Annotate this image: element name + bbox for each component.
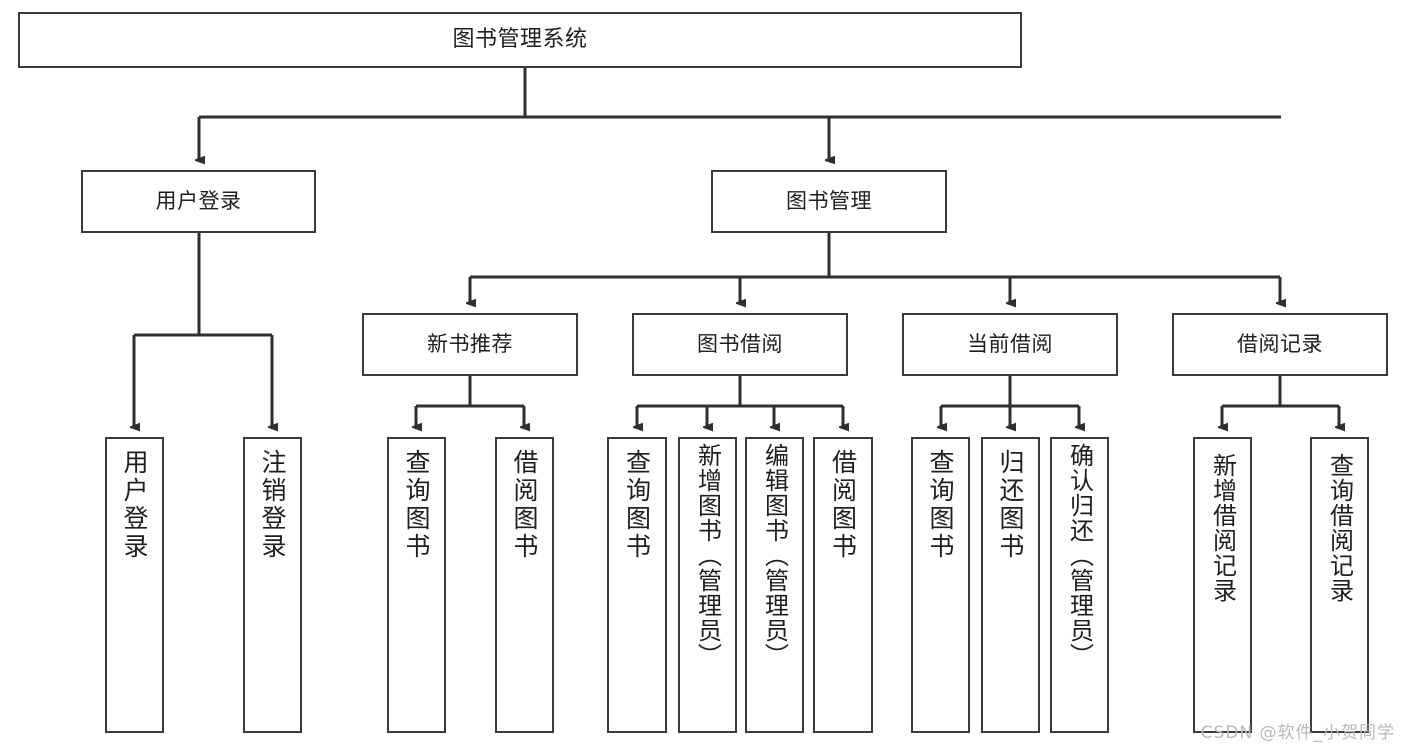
node-label: 查询图书 [622, 449, 652, 561]
leaf-return-book[interactable]: 归还图书 [981, 437, 1040, 733]
node-label: 归还图书 [996, 449, 1025, 561]
node-label: 查询图书 [402, 449, 431, 561]
node-user-login[interactable]: 用户登录 [81, 170, 316, 233]
leaf-add-book-admin[interactable]: 新增图书（管理员） [678, 437, 737, 733]
node-label: 注销登录 [258, 449, 287, 561]
node-root-book-management-system[interactable]: 图书管理系统 [18, 12, 1022, 68]
node-new-book-recommend[interactable]: 新书推荐 [362, 313, 578, 376]
node-label: 新增借阅记录 [1208, 453, 1237, 603]
node-book-management[interactable]: 图书管理 [711, 170, 947, 233]
node-label: 借阅图书 [828, 449, 858, 561]
leaf-borrow-book-recommend[interactable]: 借阅图书 [495, 437, 554, 733]
leaf-add-borrow-record[interactable]: 新增借阅记录 [1193, 437, 1252, 733]
node-label: 确认归还（管理员） [1065, 443, 1094, 668]
node-book-borrow[interactable]: 图书借阅 [632, 313, 848, 376]
leaf-edit-book-admin[interactable]: 编辑图书（管理员） [745, 437, 804, 733]
leaf-user-login[interactable]: 用户登录 [105, 437, 164, 733]
node-label: 当前借阅 [967, 332, 1053, 357]
node-current-borrow[interactable]: 当前借阅 [902, 313, 1118, 376]
node-label: 用户登录 [120, 449, 149, 561]
node-label: 新书推荐 [427, 332, 513, 357]
node-label: 编辑图书（管理员） [760, 443, 789, 668]
node-label: 用户登录 [155, 189, 242, 214]
node-label: 借阅记录 [1237, 332, 1323, 357]
leaf-logout[interactable]: 注销登录 [243, 437, 302, 733]
leaf-borrow-book[interactable]: 借阅图书 [813, 437, 873, 733]
leaf-confirm-return-admin[interactable]: 确认归还（管理员） [1050, 437, 1109, 733]
csdn-watermark: CSDN @软件_小贺同学 [1200, 723, 1395, 743]
node-label: 图书管理系统 [452, 27, 588, 53]
leaf-query-book-recommend[interactable]: 查询图书 [387, 437, 446, 733]
node-label: 新增图书（管理员） [693, 443, 722, 668]
leaf-query-book-borrow[interactable]: 查询图书 [607, 437, 667, 733]
node-label: 查询借阅记录 [1325, 453, 1354, 603]
node-label: 图书借阅 [697, 332, 783, 357]
node-borrow-record[interactable]: 借阅记录 [1172, 313, 1388, 376]
node-label: 查询图书 [926, 449, 955, 561]
leaf-query-book-current[interactable]: 查询图书 [911, 437, 970, 733]
node-label: 图书管理 [786, 189, 872, 214]
leaf-query-borrow-record[interactable]: 查询借阅记录 [1310, 437, 1369, 733]
node-label: 借阅图书 [510, 449, 539, 561]
